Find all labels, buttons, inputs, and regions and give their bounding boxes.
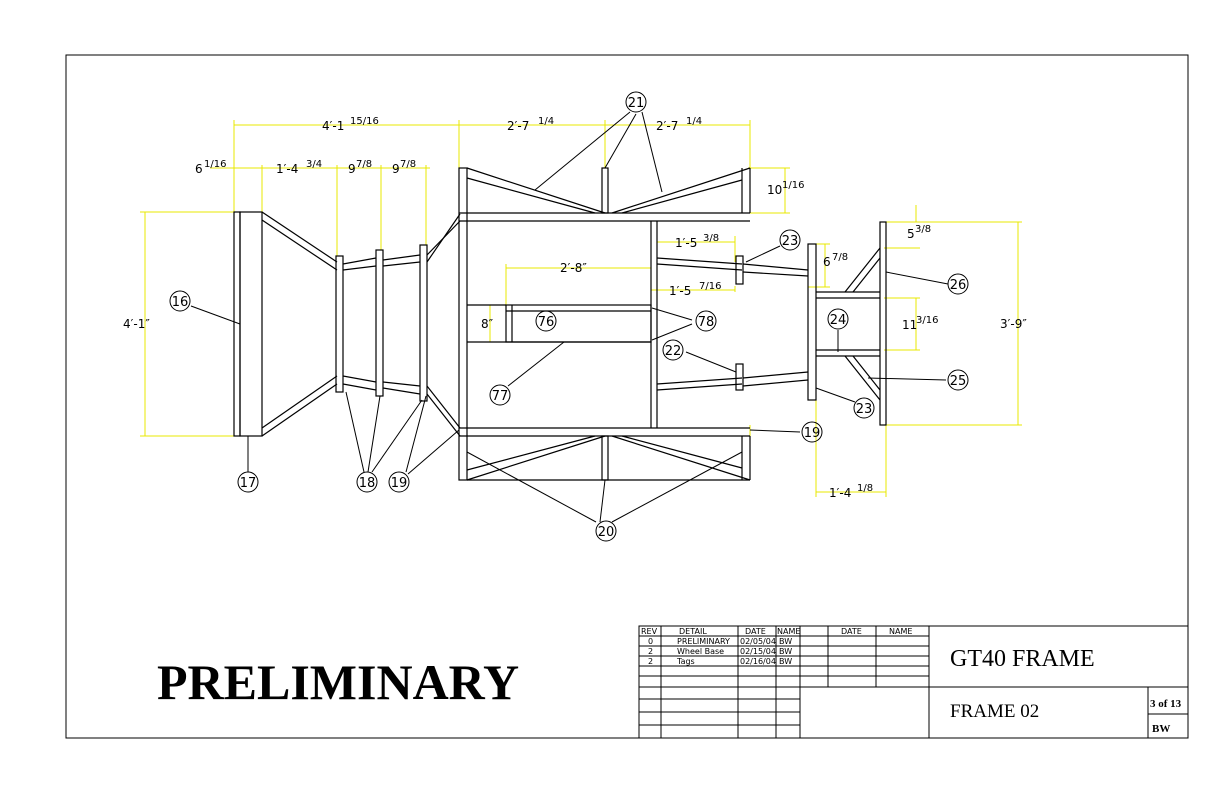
svg-text:16: 16 <box>172 295 189 310</box>
tag-22: 22 <box>662 339 684 361</box>
svg-text:1/8: 1/8 <box>857 483 873 494</box>
svg-text:DETAIL: DETAIL <box>679 627 707 636</box>
svg-text:02/15/04: 02/15/04 <box>740 647 776 656</box>
svg-text:15/16: 15/16 <box>350 116 379 127</box>
dimension-lines <box>140 120 1022 497</box>
svg-text:17: 17 <box>240 476 257 491</box>
svg-text:26: 26 <box>950 278 967 293</box>
svg-text:BW: BW <box>779 647 792 656</box>
title-block: REV DETAIL DATE NAME DATE NAME 0 PRELIMI… <box>638 625 1189 739</box>
svg-text:8″: 8″ <box>481 317 494 331</box>
svg-text:10: 10 <box>767 183 782 197</box>
svg-text:2′-7: 2′-7 <box>507 119 529 133</box>
svg-text:BW: BW <box>779 637 792 646</box>
tag-21: 21 <box>625 91 647 113</box>
svg-text:4′-1: 4′-1 <box>322 119 344 133</box>
svg-text:1/16: 1/16 <box>782 180 804 191</box>
tag-23-lower: 23 <box>853 397 875 419</box>
svg-text:5: 5 <box>907 227 915 241</box>
svg-text:7/16: 7/16 <box>699 281 721 292</box>
drawing-number: FRAME 02 <box>950 701 1039 722</box>
drawing-title: GT40 FRAME <box>950 646 1095 672</box>
dimension-text: 4′-1 15/16 2′-7 1/4 2′-7 1/4 6 1/16 1′-4… <box>123 116 1027 500</box>
svg-text:6: 6 <box>195 162 203 176</box>
svg-text:1′-5: 1′-5 <box>669 284 691 298</box>
sheet-border <box>65 54 1189 739</box>
tag-24: 24 <box>827 308 849 330</box>
svg-text:1′-5: 1′-5 <box>675 236 697 250</box>
svg-text:0: 0 <box>648 637 653 646</box>
svg-text:19: 19 <box>391 476 408 491</box>
svg-text:23: 23 <box>782 234 799 249</box>
svg-text:11: 11 <box>902 318 917 332</box>
tag-17: 17 <box>237 471 259 493</box>
sheet-number: 3 of 13 <box>1150 698 1182 710</box>
svg-text:7/8: 7/8 <box>832 252 848 263</box>
leader-lines <box>190 111 949 523</box>
svg-text:PRELIMINARY: PRELIMINARY <box>677 637 730 646</box>
svg-text:2′-7: 2′-7 <box>656 119 678 133</box>
svg-text:1/16: 1/16 <box>204 159 226 170</box>
svg-text:25: 25 <box>950 374 967 389</box>
svg-text:REV: REV <box>641 627 658 636</box>
svg-text:7/8: 7/8 <box>400 159 416 170</box>
drawn-by: BW <box>1152 723 1170 735</box>
svg-text:3/8: 3/8 <box>915 224 931 235</box>
tag-20: 20 <box>595 520 617 542</box>
svg-text:2: 2 <box>648 647 653 656</box>
svg-text:DATE: DATE <box>745 627 766 636</box>
svg-text:Tags: Tags <box>676 657 695 666</box>
preliminary-stamp: PRELIMINARY <box>157 654 519 710</box>
svg-text:4′-1″: 4′-1″ <box>123 317 150 331</box>
tag-23-upper: 23 <box>779 229 801 251</box>
svg-text:6: 6 <box>823 255 831 269</box>
tag-18: 18 <box>356 471 378 493</box>
svg-text:20: 20 <box>598 525 615 540</box>
svg-text:76: 76 <box>538 315 555 330</box>
svg-text:1′-4: 1′-4 <box>829 486 851 500</box>
svg-text:18: 18 <box>359 476 376 491</box>
svg-text:3/16: 3/16 <box>916 315 938 326</box>
svg-text:DATE: DATE <box>841 627 862 636</box>
tag-19-left: 19 <box>388 471 410 493</box>
svg-text:77: 77 <box>492 389 509 404</box>
svg-text:2′-8″: 2′-8″ <box>560 261 587 275</box>
svg-text:21: 21 <box>628 96 645 111</box>
svg-text:3/8: 3/8 <box>703 233 719 244</box>
svg-text:3/4: 3/4 <box>306 159 322 170</box>
svg-text:02/16/04: 02/16/04 <box>740 657 776 666</box>
svg-text:Wheel Base: Wheel Base <box>677 647 724 656</box>
svg-text:1/4: 1/4 <box>686 116 702 127</box>
tag-19-right: 19 <box>801 421 823 443</box>
svg-text:NAME: NAME <box>777 627 800 636</box>
tag-77: 77 <box>489 384 511 406</box>
tag-16: 16 <box>169 290 191 312</box>
tag-25: 25 <box>947 369 969 391</box>
svg-text:1/4: 1/4 <box>538 116 554 127</box>
svg-text:2: 2 <box>648 657 653 666</box>
svg-text:3′-9″: 3′-9″ <box>1000 317 1027 331</box>
svg-text:7/8: 7/8 <box>356 159 372 170</box>
svg-text:02/05/04: 02/05/04 <box>740 637 776 646</box>
svg-text:78: 78 <box>698 315 715 330</box>
tag-26: 26 <box>947 273 969 295</box>
svg-text:1′-4: 1′-4 <box>276 162 298 176</box>
svg-text:9: 9 <box>348 162 356 176</box>
svg-text:19: 19 <box>804 426 821 441</box>
tag-78: 78 <box>695 310 717 332</box>
part-tags: 21 23 26 16 76 78 24 22 77 25 23 19 17 1… <box>169 91 969 542</box>
svg-text:BW: BW <box>779 657 792 666</box>
svg-text:22: 22 <box>665 344 682 359</box>
tag-76: 76 <box>535 310 557 332</box>
svg-text:23: 23 <box>856 402 873 417</box>
frame-geometry <box>233 167 887 481</box>
svg-text:9: 9 <box>392 162 400 176</box>
svg-text:NAME: NAME <box>889 627 912 636</box>
svg-text:24: 24 <box>830 313 847 328</box>
